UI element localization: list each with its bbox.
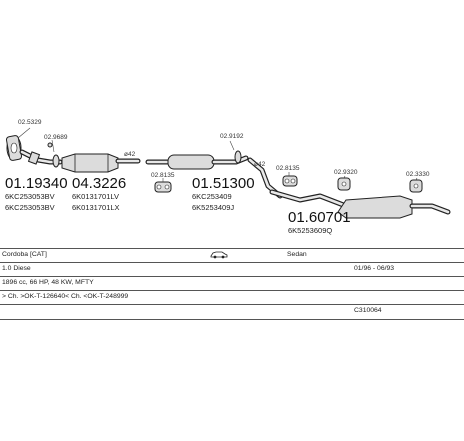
info-row-specs: 1896 cc, 66 HP, 48 KW, MFTY [0,276,464,291]
front-flange-part [5,135,23,161]
diameter-label: ø42 [124,151,136,158]
part-label-hanger: 02.9320 [334,169,358,176]
pipe-clamp-part [229,140,242,164]
clamp-part [47,142,60,168]
info-row-code: C310064 [0,304,464,320]
vehicle-model: Cordoba [CAT] [2,251,47,258]
front-silencer-part [145,154,249,170]
oem-number: 6K5253409J [192,203,234,212]
info-row-chassis: > Ch. >OK-T-126640< Ch. <OK-T-248999 [0,290,464,305]
diameter-label: ø42 [254,161,266,168]
part-label-hanger: 02.8135 [276,165,300,172]
exhaust-system-diagram: 02.5329 02.9689 01.19340 6KC253053BV 6KC… [5,119,451,235]
oem-number: 6K0131701LX [72,203,120,212]
rubber-hanger-part [337,177,351,191]
catalytic-converter-part [61,153,141,173]
oem-number: 6KC253053BV [5,203,55,212]
rubber-hanger-part [282,175,298,187]
part-label-gasket: 02.5329 [18,119,42,126]
part-label-clamp: 02.9192 [220,133,244,140]
oem-number: 6KC253053BV [5,192,55,201]
rear-silencer-part [269,189,451,219]
body-type: Sedan [287,251,307,258]
oem-number: 6K5253609Q [288,226,332,235]
info-row-model: Cordoba [CAT] Sedan [0,248,464,263]
oem-number: 6K0131701LV [72,192,119,201]
rubber-hanger-part [154,181,172,193]
part-label-clamp: 02.9689 [44,134,68,141]
car-icon [210,250,228,261]
vehicle-info-table: Cordoba [CAT] Sedan 1.0 Diese 01/96 - 06… [0,248,464,328]
production-years: 01/96 - 06/93 [354,265,395,272]
part-label-hanger: 02.8135 [151,172,175,179]
part-number-rear-silencer: 01.60701 [288,209,351,226]
engine-type: 1.0 Diese [2,265,31,272]
info-row-engine: 1.0 Diese 01/96 - 06/93 [0,262,464,277]
part-number-front-pipe: 01.19340 [5,175,68,192]
part-label-hanger: 02.3330 [406,171,430,178]
rubber-hanger-part [409,179,423,193]
part-number-catalyst: 04.3226 [72,175,126,192]
chassis-range: > Ch. >OK-T-126640< Ch. <OK-T-248999 [2,293,129,300]
engine-specs: 1896 cc, 66 HP, 48 KW, MFTY [2,279,94,286]
oem-number: 6KC253409 [192,192,232,201]
part-number-front-silencer: 01.51300 [192,175,255,192]
system-code: C310064 [354,307,382,314]
